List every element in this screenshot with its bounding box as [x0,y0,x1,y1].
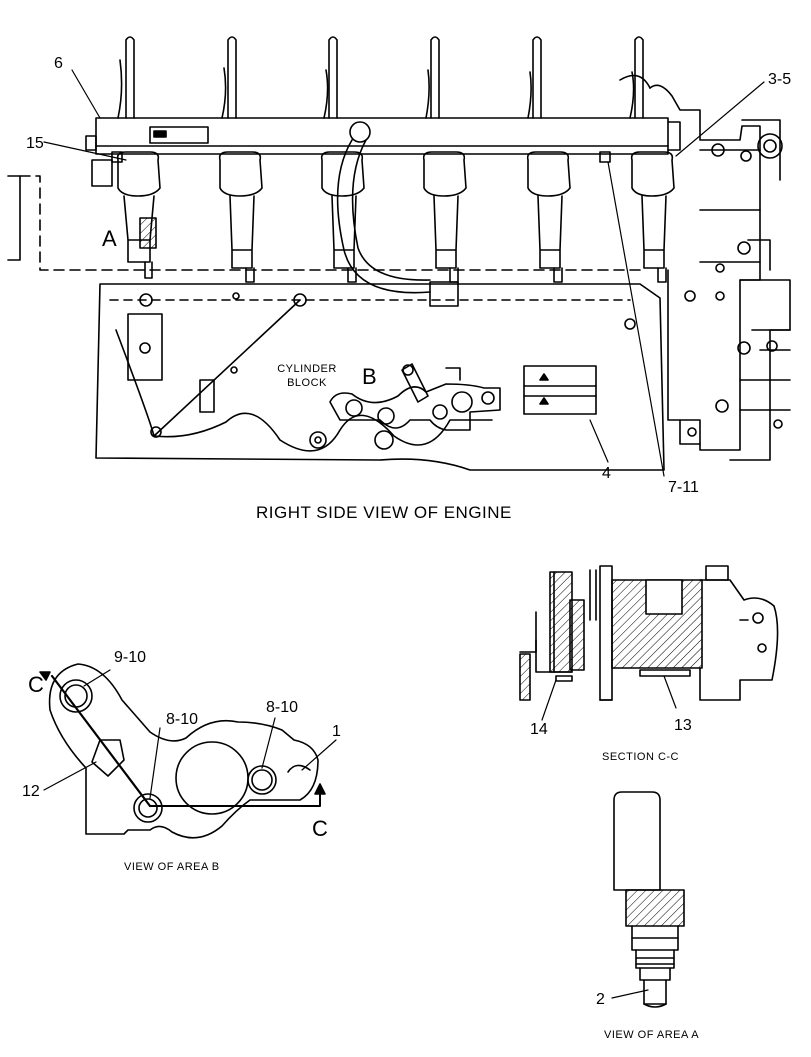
callout-1: 1 [332,723,341,740]
callout-8-10-left: 8-10 [166,711,199,728]
callout-3-5: 3-5 [768,71,792,88]
view-of-area-a-drawing [611,791,685,1008]
callout-2: 2 [596,991,605,1008]
main-view-title: RIGHT SIDE VIEW OF ENGINE [256,503,512,522]
cylinder-block-label: CYLINDER BLOCK [262,362,352,390]
area-b-marker: B [362,364,377,389]
section-marker-c-top: C [28,672,44,697]
callout-14: 14 [530,721,548,738]
callout-12: 12 [22,783,40,800]
callout-8-10-right: 8-10 [266,699,299,716]
callout-7-11: 7-11 [668,479,699,496]
view-area-a-caption: VIEW OF AREA A [604,1029,700,1041]
callout-4: 4 [602,465,611,482]
callout-13: 13 [674,717,692,734]
section-cc-drawing [519,565,779,721]
cylinder-label-line-1: CYLINDER [277,363,337,375]
view-area-b-caption: VIEW OF AREA B [124,861,220,873]
section-marker-c-bottom: C [312,816,328,841]
area-a-marker: A [102,226,117,251]
view-of-area-b-drawing [39,663,337,839]
callout-6: 6 [54,55,63,72]
callout-9-10: 9-10 [114,649,147,666]
engine-main-view [7,36,791,477]
callout-15: 15 [26,135,44,152]
section-cc-caption: SECTION C-C [602,751,679,763]
cylinder-label-line-2: BLOCK [287,377,327,389]
